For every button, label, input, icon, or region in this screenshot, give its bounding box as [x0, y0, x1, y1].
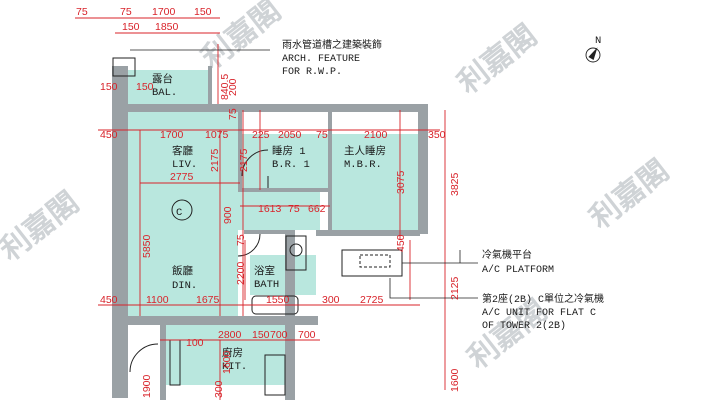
- unit-letter: C: [176, 207, 182, 219]
- dim-text: 2775: [170, 171, 194, 183]
- dim-text: 150: [136, 81, 154, 93]
- dim-text: 75: [227, 108, 239, 120]
- dim-text: 1675: [196, 294, 220, 306]
- ac-unit-zh: 第2座(2B) C單位之冷氣機: [482, 292, 604, 306]
- bath-label-zh: 浴室: [254, 264, 275, 278]
- rwp-note-en1: ARCH. FEATURE: [282, 54, 360, 65]
- dim-text: 75: [288, 203, 300, 215]
- leader-lines: [130, 49, 478, 299]
- living-label-zh: 客廳: [172, 144, 193, 158]
- balcony-label-en: BAL.: [152, 87, 177, 99]
- master-label-zh: 主人睡房: [344, 144, 386, 158]
- dimension-text-vertical: 5850 2175 900 200 2175 3075 3825 2200 45…: [141, 74, 461, 398]
- dim-text: 1700: [160, 129, 184, 141]
- dim-text: 225: [252, 129, 270, 141]
- annotations: 雨水管道槽之建築裝飾 ARCH. FEATURE FOR R.W.P. 冷氣機平…: [282, 38, 604, 332]
- dim-text: 100: [186, 337, 204, 349]
- balcony-label-zh: 露台: [152, 72, 173, 86]
- dim-text: 150: [252, 329, 270, 341]
- dim-text: 1600: [449, 368, 461, 392]
- dim-text: 5850: [141, 234, 153, 258]
- ac-platform-zh: 冷氣機平台: [482, 248, 532, 262]
- watermark: 利嘉閣: [0, 186, 85, 267]
- dim-text: 3075: [395, 170, 407, 194]
- dimension-lines: [75, 17, 446, 400]
- bedroom1-label-en: B.R. 1: [272, 159, 310, 171]
- dim-text: 2175: [238, 148, 250, 172]
- dim-text: 75: [76, 6, 88, 18]
- watermark: 利嘉閣: [584, 154, 675, 235]
- dim-text: 700: [270, 329, 288, 341]
- watermark: 利嘉閣: [462, 294, 553, 375]
- bath-label-en: BATH: [254, 279, 279, 291]
- ac-unit-en1: A/C UNIT FOR FLAT C: [482, 307, 596, 319]
- ac-platform-en: A/C PLATFORM: [482, 264, 554, 276]
- dim-text: 150: [122, 21, 140, 33]
- dim-text: 75: [316, 129, 328, 141]
- dim-text: 150: [100, 81, 118, 93]
- fixtures: [112, 57, 403, 396]
- dim-text: 450: [100, 294, 118, 306]
- dim-text: 3825: [449, 172, 461, 196]
- dim-text: 1075: [205, 129, 229, 141]
- bedroom1-label-zh: 睡房 1: [272, 144, 306, 158]
- dim-text: 150: [194, 6, 212, 18]
- dining-label-zh: 飯廳: [172, 264, 193, 278]
- rwp-note-en2: FOR R.W.P.: [282, 67, 342, 78]
- north-label: N: [595, 35, 601, 47]
- dim-text: 2800: [218, 329, 242, 341]
- rwp-note-zh: 雨水管道槽之建築裝飾: [282, 38, 382, 52]
- dim-text: 1600: [221, 350, 233, 374]
- dim-text: 350: [428, 129, 446, 141]
- dim-text: 200: [227, 78, 239, 96]
- dim-text: 2050: [278, 129, 302, 141]
- kitchen-label-en: KIT.: [222, 361, 247, 373]
- dim-text: 1550: [266, 294, 290, 306]
- dim-text: 1900: [141, 374, 153, 398]
- dim-text: 662: [308, 203, 326, 215]
- walls: [112, 66, 428, 400]
- dim-text: 840.5: [219, 74, 231, 100]
- dim-text: 2175: [209, 148, 221, 172]
- dim-text: 75: [235, 234, 247, 246]
- dim-text: 1700: [152, 6, 176, 18]
- living-label-en: LIV.: [172, 159, 197, 171]
- dim-text: 2125: [449, 276, 461, 300]
- dim-text: 300: [213, 380, 225, 398]
- dim-text: 450: [395, 234, 407, 252]
- dim-text: 450: [100, 129, 118, 141]
- dimension-text: 75 75 1700 150 150 1850 150 150 450 1700…: [76, 6, 446, 349]
- dim-text: 300: [322, 294, 340, 306]
- kitchen-label-zh: 廚房: [222, 346, 243, 360]
- dining-label-en: DIN.: [172, 280, 197, 292]
- unit-marker: C: [171, 199, 193, 221]
- dim-text: 75: [120, 6, 132, 18]
- ac-unit-en2: OF TOWER 2(2B): [482, 320, 566, 332]
- room-labels: 露台 BAL. 客廳 LIV. 睡房 1 B.R. 1 主人睡房 M.B.R. …: [152, 72, 386, 373]
- dim-text: 700: [298, 329, 316, 341]
- dim-text: 1613: [258, 203, 282, 215]
- dim-text: 2725: [360, 294, 384, 306]
- master-label-en: M.B.R.: [344, 159, 382, 171]
- dim-text: 900: [222, 206, 234, 224]
- dim-text: 2200: [235, 261, 247, 285]
- dim-text: 1100: [146, 294, 169, 306]
- north-arrow-icon: N: [585, 35, 601, 63]
- dim-text: 2100: [364, 129, 388, 141]
- watermark: 利嘉閣: [452, 19, 543, 100]
- dim-text: 1850: [155, 21, 179, 33]
